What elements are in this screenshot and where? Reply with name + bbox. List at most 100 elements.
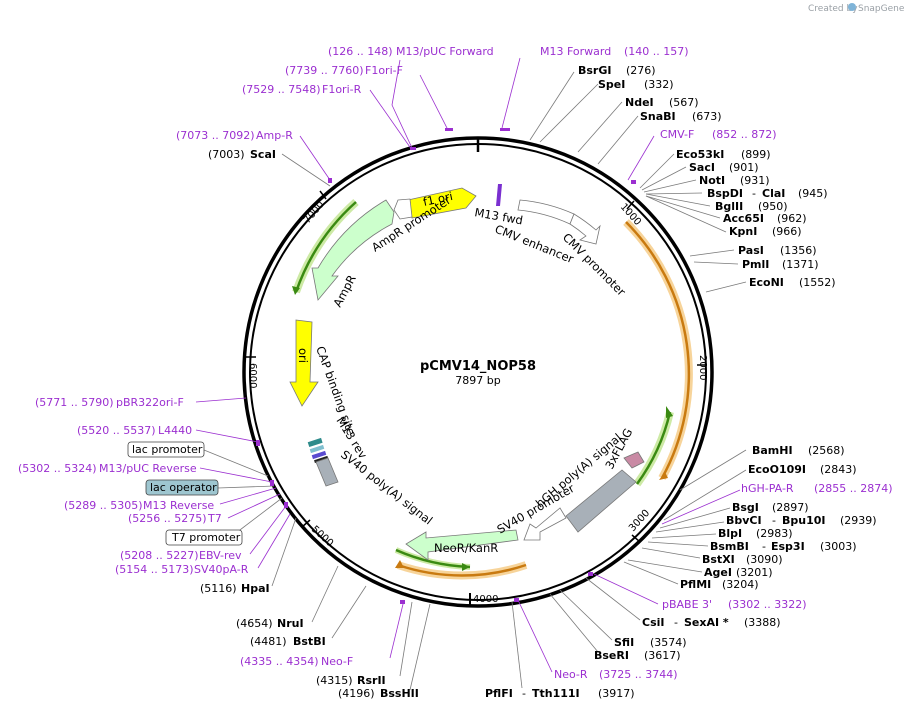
orf-arc-5-arrowhead	[292, 286, 300, 295]
leader-snabi	[597, 115, 639, 165]
leader-sv40pa-r	[257, 513, 291, 569]
primer-ebv-rev-pos: (5208 .. 5227)	[120, 549, 199, 562]
enzyme-pasi: PasI	[738, 244, 764, 257]
leader-pbr322ori-f	[195, 397, 247, 403]
primer-t7: T7	[207, 512, 222, 525]
enzyme-bseri: BseRI	[594, 649, 629, 662]
feature-sv40-promoter	[523, 507, 567, 541]
tick-label-2000: 2000	[697, 355, 708, 380]
leader-bbvci	[655, 521, 725, 533]
orf-arc-5	[294, 201, 357, 293]
leader-t7-promoter	[231, 497, 283, 537]
feature-sv40-polya-label: SV40 poly(A) signal	[338, 447, 435, 527]
enzyme-bsmbi-pos: (3003)	[820, 540, 857, 553]
primer-mark-amp-r	[328, 178, 332, 183]
enzyme-agei: AgeI	[704, 566, 732, 579]
leader-t7	[227, 493, 281, 519]
plasmid-name: pCMV14_NOP58	[420, 359, 536, 374]
enzyme-sfii: SfiI	[614, 636, 634, 649]
leader-ebv-rev	[249, 505, 287, 555]
primer-mark-ebv-rev	[284, 502, 288, 508]
leader-neo-r	[517, 599, 553, 673]
tick-label-6000: 6000	[247, 363, 258, 388]
primer-l4440-pos: (5520 .. 5537)	[77, 424, 156, 437]
primer-ebv-rev: EBV-rev	[199, 549, 242, 562]
primer-mark-f1ori-r	[410, 147, 416, 150]
primer-m13puc-reverse: M13/pUC Reverse	[99, 462, 197, 475]
enzyme-saci: SacI	[689, 161, 715, 174]
enzyme-eco0109i-pos: (2843)	[820, 463, 857, 476]
enzyme-tth111i: Tth111I	[532, 687, 580, 700]
enzyme-nrui: NruI	[277, 617, 304, 630]
leader-bsshii	[409, 603, 431, 691]
primer-t7-pos: (5256 .. 5275)	[128, 512, 207, 525]
primer-l4440: L4440	[158, 424, 192, 437]
enzyme-bsrgi-pos: (276)	[626, 64, 656, 77]
enzyme-sfii-pos: (3574)	[650, 636, 687, 649]
snapgene-logo-icon	[848, 3, 856, 11]
leader-econi	[705, 281, 747, 293]
primer-m13puc-forward-pos: (126 .. 148)	[328, 45, 393, 58]
primer-cmv-f-pos: (852 .. 872)	[712, 128, 777, 141]
enzyme-acc65i-pos: (962)	[777, 212, 807, 225]
feature-cmv-promoter	[569, 213, 601, 245]
enzyme-pasi-pos: (1356)	[780, 244, 817, 257]
t7-promoter-box: T7 promoter	[165, 529, 243, 546]
leader-l4440	[195, 429, 259, 443]
feature-f1-ori-label: f1 ori	[422, 189, 454, 209]
svg-text:-: -	[752, 187, 756, 200]
credit-brand: SnapGene	[858, 4, 905, 14]
leader-m13puc-reverse	[199, 467, 273, 483]
primer-mark-f1ori-f	[445, 128, 453, 131]
feature-lac-operator-mark	[307, 437, 323, 448]
enzyme-bbvci-pos: (2939)	[840, 514, 877, 527]
feature-hgh-polya-block	[565, 469, 637, 533]
leader-eco0109i	[663, 469, 747, 521]
enzyme-scai-pos: (7003)	[208, 148, 245, 161]
feature-ori-label: ori	[296, 348, 310, 363]
orf-arc-3-arrowhead	[395, 560, 404, 568]
enzyme-pflfi-pos: (3917)	[598, 687, 635, 700]
enzyme-rsrii-pos: (4315)	[316, 674, 353, 687]
leader-neo-f	[389, 599, 405, 659]
enzyme-bamhi-pos: (2568)	[808, 444, 845, 457]
primer-m13-reverse-pos: (5289 .. 5305)	[64, 499, 143, 512]
enzyme-pmli-pos: (1371)	[782, 258, 819, 271]
enzyme-acc65i: Acc65I	[723, 212, 764, 225]
primer-sv40pa-r: SV40pA-R	[194, 563, 249, 576]
enzyme-pflmi-pos: (3204)	[722, 578, 759, 591]
leader-f1ori-f	[419, 74, 449, 131]
leader-lac-promoter	[203, 449, 269, 477]
feature-3xflag	[623, 451, 645, 469]
enzyme-csii: CsiI	[642, 616, 664, 629]
primer-mark-m13puc-reverse	[270, 480, 274, 486]
leader-eco53ki	[639, 153, 675, 189]
leader-m13puc-forward	[391, 59, 413, 149]
enzyme-bsgi-pos: (2897)	[772, 501, 809, 514]
enzyme-bstxi-pos: (3090)	[746, 553, 783, 566]
enzyme-snabi: SnaBI	[640, 110, 676, 123]
leader-m13-forward	[501, 57, 521, 129]
primer-pbabe: pBABE 3'	[662, 598, 712, 611]
primer-mark-cmv-f	[631, 180, 636, 184]
primer-neo-f: Neo-F	[321, 655, 353, 668]
feature-ori	[289, 319, 319, 407]
leader-pmli	[693, 261, 739, 265]
enzyme-econi: EcoNI	[749, 276, 784, 289]
svg-text:-: -	[772, 514, 776, 527]
enzyme-bsmbi: BsmBI	[710, 540, 749, 553]
enzyme-agei-pos: (3201)	[736, 566, 773, 579]
lac-operator-box: lac operator	[145, 479, 219, 496]
primer-f1ori-f-pos: (7739 .. 7760)	[285, 64, 364, 77]
primer-amp-r-pos: (7073 .. 7092)	[176, 129, 255, 142]
feature-cmv-enhancer	[517, 199, 575, 225]
enzyme-rsrii: RsrII	[357, 674, 386, 687]
leader-rsrii	[399, 601, 413, 677]
enzyme-bglii: BglII	[715, 200, 743, 213]
enzyme-pflfi: PflFI	[485, 687, 513, 700]
primer-mark-m13-forward	[500, 128, 510, 131]
leader-pbabe	[593, 573, 659, 605]
leader-bglii	[645, 193, 711, 207]
lac-promoter-box-bg	[127, 441, 205, 458]
enzyme-noti: NotI	[699, 174, 725, 187]
